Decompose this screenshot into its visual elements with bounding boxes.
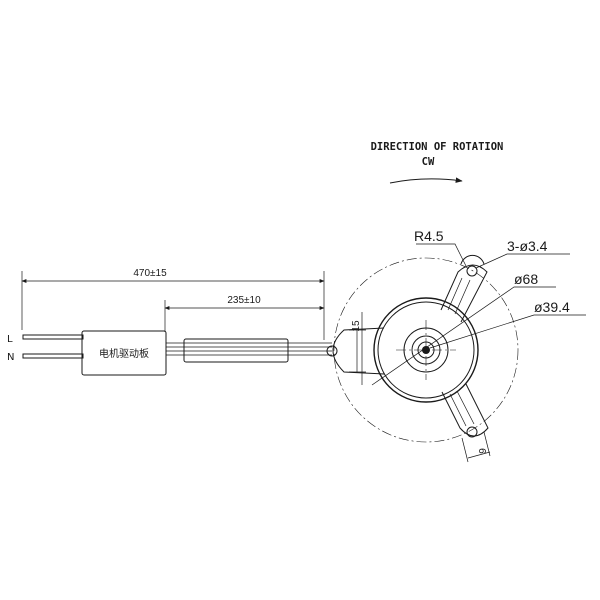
motor-shaft <box>422 346 430 354</box>
cable-sleeve <box>183 338 289 363</box>
outer-diameter-label: ø68 <box>514 271 538 287</box>
wire-neutral <box>22 353 84 359</box>
mounting-hole-left <box>326 345 338 357</box>
callouts: R4.5 3-ø3.4 ø68 ø39.4 <box>371 228 586 386</box>
tab-width-dimension: 15 <box>349 312 366 385</box>
motor-outer-circle <box>373 297 479 403</box>
motor-body <box>373 297 479 403</box>
wire-live <box>22 334 84 340</box>
tab-width-label: 15 <box>351 320 362 332</box>
leader-holes <box>475 253 570 269</box>
leader-inner-diameter <box>429 314 586 349</box>
driver-box: 电机驱动板 <box>81 330 167 376</box>
rotation-direction: CW <box>422 156 435 168</box>
rotation-arrow <box>389 177 463 184</box>
cable-entry-tab <box>326 327 385 375</box>
outer-reference-circle <box>333 257 519 443</box>
slot-width-dimension: 9 <box>461 431 491 463</box>
cable-dimensions: 470±15 235±10 <box>21 268 325 340</box>
leader-outer-diameter <box>371 286 556 386</box>
leader-radius <box>416 243 467 267</box>
wire-label-neutral: N <box>7 352 14 363</box>
slot-width-label: 9 <box>478 448 489 454</box>
dimension-total-label: 470±15 <box>133 268 167 279</box>
dimension-box-label: 235±10 <box>227 295 261 306</box>
driver-box-label: 电机驱动板 <box>99 347 149 360</box>
holes-label: 3-ø3.4 <box>507 238 548 254</box>
rotation-heading: DIRECTION OF ROTATION <box>371 141 504 153</box>
mounting-tab-bottom <box>441 383 489 438</box>
cable-bundle <box>166 338 332 363</box>
rotation-indicator: DIRECTION OF ROTATION CW <box>371 141 504 184</box>
mounting-hole-bottom <box>466 426 478 438</box>
lead-wires: L N <box>7 334 84 363</box>
driver-box-body <box>81 330 167 376</box>
inner-diameter-label: ø39.4 <box>534 299 570 315</box>
mounting-tab-top <box>440 255 488 323</box>
radius-label: R4.5 <box>414 228 444 244</box>
wire-label-live: L <box>7 334 13 345</box>
mounting-hole-top <box>466 265 478 277</box>
